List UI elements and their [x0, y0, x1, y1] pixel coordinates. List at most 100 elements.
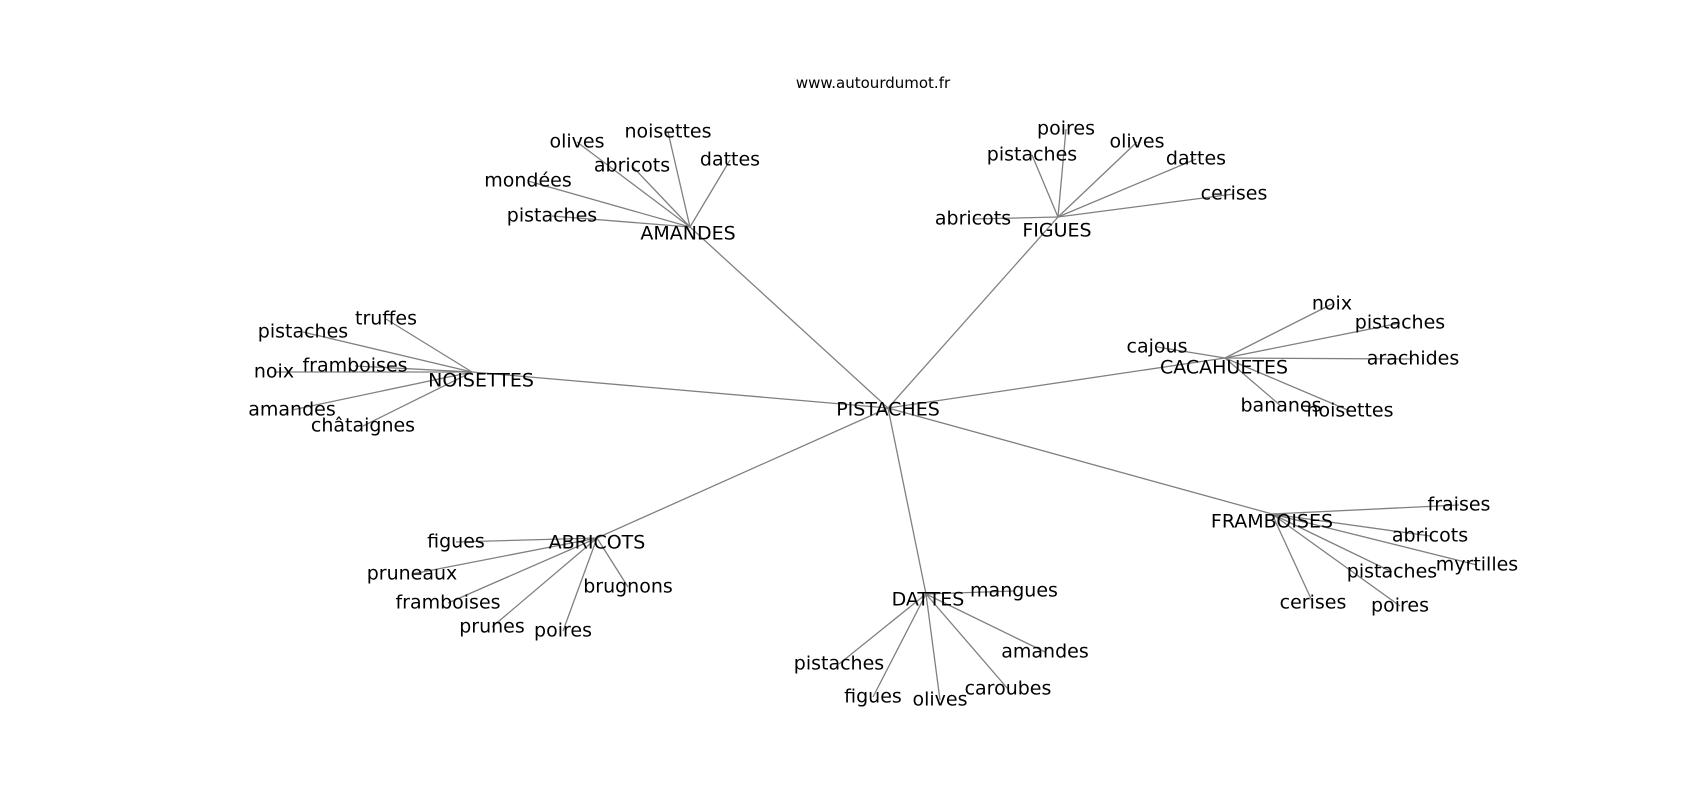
edge-noisettes-framboises	[354, 365, 473, 373]
edge-abricots-poires	[562, 537, 598, 632]
edge-framboises-myrtilles	[1271, 513, 1478, 566]
edge-figues-poires	[1057, 128, 1067, 218]
leaf-node-noisettes-pistaches[interactable]: pistaches	[258, 321, 348, 343]
leaf-node-noisettes-truffes[interactable]: truffes	[355, 308, 417, 330]
leaf-node-dattes-mangues[interactable]: mangues	[970, 580, 1058, 602]
leaf-node-dattes-figues[interactable]: figues	[844, 686, 902, 708]
labels: www.autourdumot.fr PISTACHES AMANDES olive…	[248, 74, 1518, 711]
edge-amandes-olives	[576, 141, 691, 228]
leaf-node-amandes-mondees[interactable]: mondées	[484, 170, 572, 192]
leaf-node-amandes-noisettes[interactable]: noisettes	[624, 121, 711, 143]
hub-node-abricots[interactable]: ABRICOTS	[549, 532, 646, 554]
leaf-node-cacahuetes-arachides[interactable]: arachides	[1367, 348, 1460, 370]
leaf-node-framboises-fraises[interactable]: fraises	[1428, 494, 1491, 516]
leaf-node-figues-olives[interactable]: olives	[1109, 131, 1164, 153]
leaf-node-figues-pistaches[interactable]: pistaches	[987, 144, 1077, 166]
leaf-node-abricots-brugnons[interactable]: brugnons	[583, 576, 673, 598]
hub-node-cacahuetes[interactable]: CACAHUETES	[1160, 357, 1288, 379]
edge-amandes-abricots	[631, 165, 691, 228]
leaf-node-abricots-prunes[interactable]: prunes	[459, 616, 525, 638]
site-url: www.autourdumot.fr	[796, 74, 951, 92]
leaf-node-amandes-pistaches[interactable]: pistaches	[507, 205, 597, 227]
leaf-node-framboises-myrtilles[interactable]: myrtilles	[1436, 554, 1518, 576]
hub-node-dattes[interactable]: DATTES	[892, 589, 965, 611]
edges	[274, 128, 1478, 701]
edge-amandes-pistaches	[551, 215, 691, 228]
edge-center-framboises	[887, 407, 1273, 515]
edge-dattes-amandes	[925, 593, 1046, 653]
leaf-node-figues-poires[interactable]: poires	[1037, 118, 1095, 140]
leaf-node-figues-abricots[interactable]: abricots	[935, 208, 1011, 230]
leaf-node-cacahuetes-pistaches[interactable]: pistaches	[1355, 312, 1445, 334]
leaf-node-framboises-pistaches[interactable]: pistaches	[1347, 561, 1437, 583]
edge-amandes-dattes	[689, 159, 731, 228]
leaf-node-cacahuetes-noix[interactable]: noix	[1312, 293, 1352, 315]
leaf-node-abricots-poires[interactable]: poires	[534, 620, 592, 642]
leaf-node-dattes-amandes[interactable]: amandes	[1001, 641, 1089, 663]
leaf-node-amandes-abricots[interactable]: abricots	[594, 155, 670, 177]
leaf-node-dattes-pistaches[interactable]: pistaches	[794, 653, 884, 675]
edge-center-amandes	[689, 226, 889, 409]
edge-figues-abricots	[972, 216, 1059, 220]
leaf-node-dattes-caroubes[interactable]: caroubes	[965, 678, 1052, 700]
leaf-node-framboises-cerises[interactable]: cerises	[1280, 592, 1347, 614]
hub-node-noisettes[interactable]: NOISETTES	[428, 370, 534, 392]
edge-figues-dattes	[1057, 158, 1197, 218]
leaf-node-cacahuetes-noisettes[interactable]: noisettes	[1306, 400, 1393, 422]
leaf-node-cacahuetes-bananes[interactable]: bananes	[1240, 395, 1321, 417]
leaf-node-abricots-framboises[interactable]: framboises	[395, 592, 500, 614]
leaf-node-figues-cerises[interactable]: cerises	[1201, 183, 1268, 205]
edge-figues-pistaches	[1031, 154, 1059, 218]
edge-figues-olives	[1057, 141, 1138, 218]
leaf-node-noisettes-chataignes[interactable]: châtaignes	[311, 415, 415, 437]
leaf-node-noisettes-amandes[interactable]: amandes	[248, 399, 336, 421]
edge-cacahuetes-arachides	[1224, 357, 1414, 360]
edge-abricots-figues	[455, 537, 598, 543]
edge-framboises-fraises	[1271, 504, 1460, 515]
edge-dattes-pistaches	[838, 593, 927, 665]
leaf-node-framboises-poires[interactable]: poires	[1371, 595, 1429, 617]
edge-dattes-caroubes	[925, 593, 1009, 690]
leaf-node-framboises-abricots[interactable]: abricots	[1392, 525, 1468, 547]
edge-abricots-brugnons	[596, 537, 629, 588]
edge-center-dattes	[887, 407, 927, 595]
hub-node-figues[interactable]: FIGUES	[1022, 220, 1091, 242]
edge-framboises-abricots	[1271, 513, 1431, 537]
hub-node-framboises[interactable]: FRAMBOISES	[1211, 511, 1333, 533]
leaf-node-amandes-olives[interactable]: olives	[549, 131, 604, 153]
edge-center-abricots	[596, 407, 889, 539]
edge-center-noisettes	[471, 371, 889, 409]
edge-noisettes-chataignes	[362, 371, 473, 427]
edge-cacahuetes-noisettes	[1224, 357, 1351, 412]
edge-center-figues	[887, 216, 1059, 409]
edge-center-cacahuetes	[887, 357, 1226, 409]
edge-framboises-cerises	[1271, 513, 1314, 604]
leaf-node-figues-dattes[interactable]: dattes	[1166, 148, 1226, 170]
edge-amandes-noisettes	[667, 131, 691, 228]
hub-node-amandes[interactable]: AMANDES	[640, 223, 735, 245]
edge-abricots-framboises	[447, 537, 598, 604]
leaf-node-dattes-olives[interactable]: olives	[912, 689, 967, 711]
leaf-node-abricots-figues[interactable]: figues	[427, 531, 485, 553]
center-node-label[interactable]: PISTACHES	[836, 399, 940, 421]
edge-noisettes-truffes	[385, 318, 473, 373]
edge-figues-cerises	[1057, 193, 1235, 218]
edge-dattes-figues	[872, 593, 927, 698]
edge-framboises-poires	[1271, 513, 1401, 607]
edge-dattes-mangues	[925, 590, 1015, 595]
leaf-node-amandes-dattes[interactable]: dattes	[700, 149, 760, 171]
leaf-node-noisettes-framboises[interactable]: framboises	[302, 355, 407, 377]
leaf-node-cacahuetes-cajous[interactable]: cajous	[1127, 336, 1188, 358]
edge-abricots-prunes	[491, 537, 598, 628]
edge-cacahuetes-cajous	[1156, 346, 1226, 359]
edge-noisettes-amandes	[291, 371, 473, 411]
edge-cacahuetes-noix	[1224, 303, 1333, 359]
edge-amandes-mondees	[527, 180, 691, 228]
leaf-node-noisettes-noix[interactable]: noix	[254, 361, 294, 383]
edge-cacahuetes-bananes	[1224, 357, 1282, 407]
leaf-node-abricots-pruneaux[interactable]: pruneaux	[367, 563, 458, 585]
edge-dattes-olives	[925, 593, 941, 701]
edge-cacahuetes-pistaches	[1224, 322, 1401, 359]
edge-noisettes-pistaches	[302, 331, 473, 373]
